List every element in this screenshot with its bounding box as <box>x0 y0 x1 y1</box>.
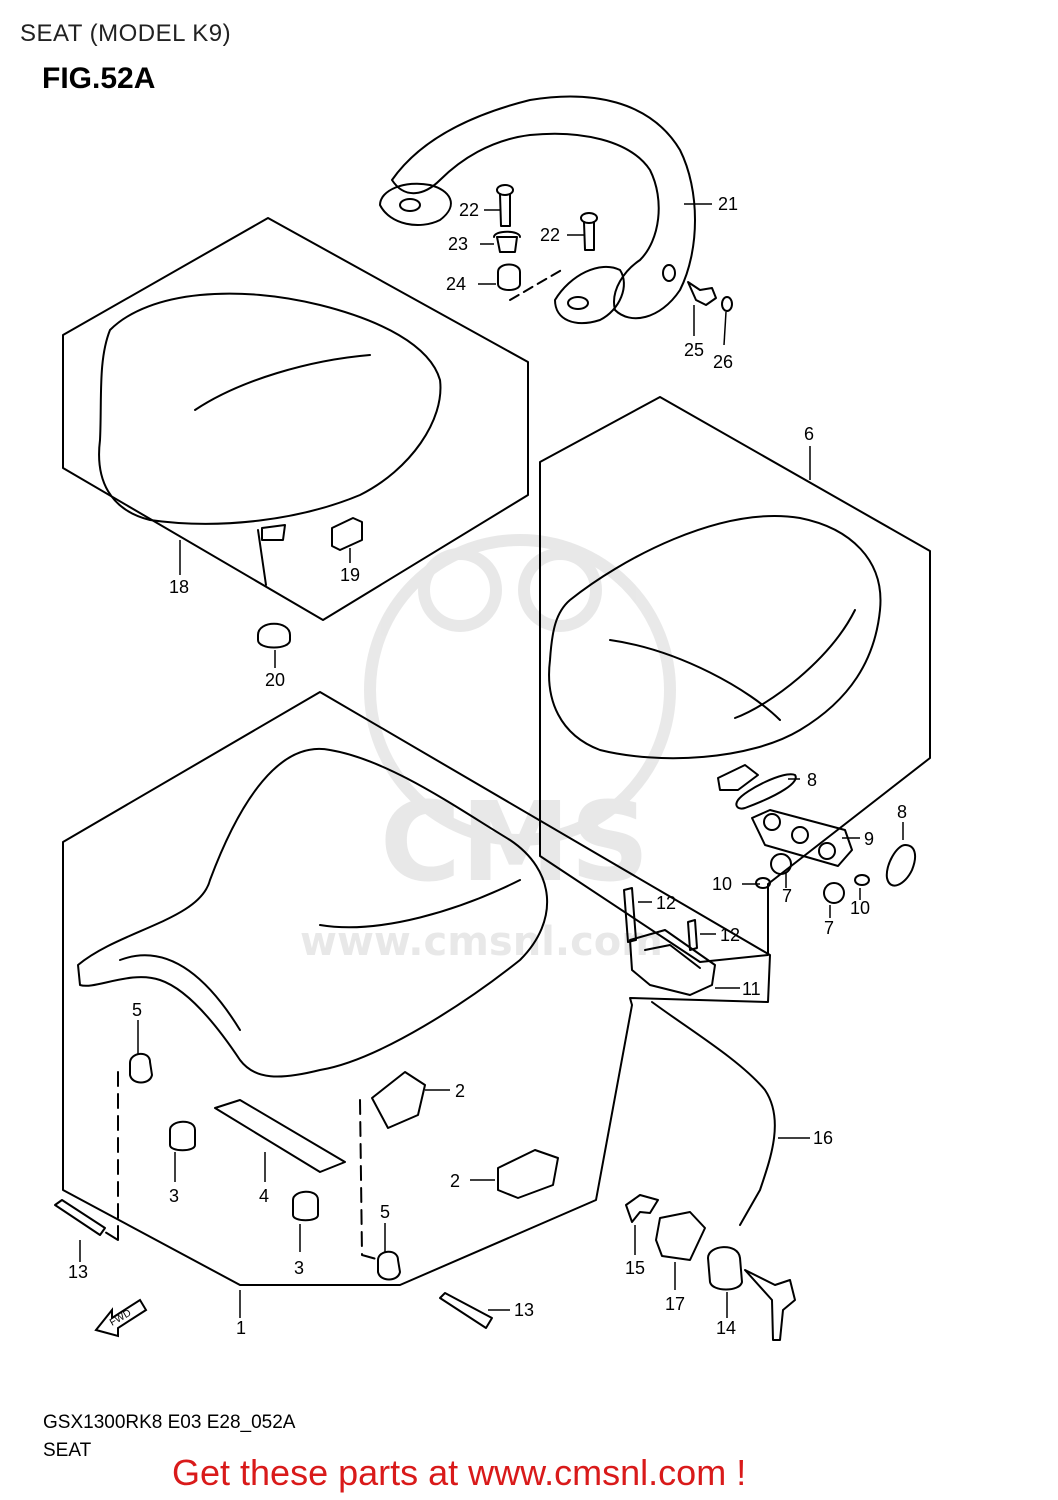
seat-1-contour <box>319 879 521 929</box>
callout-23: 23 <box>448 234 468 254</box>
callout-9: 9 <box>864 829 874 849</box>
callout-3-b: 3 <box>294 1258 304 1278</box>
dashed-line-24 <box>509 267 566 301</box>
callout-20: 20 <box>265 670 285 690</box>
seat-cable-16 <box>651 1001 776 1226</box>
bumper-3-b <box>292 1190 319 1222</box>
damper-7-b <box>823 882 845 904</box>
callout-8-a: 8 <box>807 770 817 790</box>
callout-18: 18 <box>169 577 189 597</box>
spacer-5-b <box>377 1250 401 1281</box>
callout-14: 14 <box>716 1318 736 1338</box>
section-label: SEAT <box>43 1440 92 1461</box>
seat-6-contour <box>609 639 781 721</box>
callout-26: 26 <box>713 352 733 372</box>
nut-10-b <box>854 874 870 886</box>
bolt-22-a <box>496 184 514 227</box>
seat-lock-detail <box>644 944 701 969</box>
bolt-13-a <box>54 1199 106 1236</box>
strip-8-b <box>885 844 917 887</box>
spacer-5-a <box>129 1052 153 1084</box>
seat-lock-11 <box>629 929 716 996</box>
seat-18-box <box>62 217 529 621</box>
seat-18-hook <box>261 524 286 541</box>
callout-labels: 1 2 2 3 3 4 5 5 6 7 7 8 8 9 10 10 11 12 … <box>68 194 907 1338</box>
callout-13-a: 13 <box>68 1262 88 1282</box>
callout-19: 19 <box>340 565 360 585</box>
seat-6-box <box>539 396 931 963</box>
dashed-leader-5-b <box>359 1099 381 1261</box>
damper-7-a <box>770 853 792 875</box>
seat-18-contour <box>194 354 371 411</box>
callout-24: 24 <box>446 274 466 294</box>
model-code: GSX1300RK8 E03 E28_052A <box>43 1412 296 1433</box>
pad-4 <box>214 1099 346 1173</box>
seat-1-rim <box>119 954 241 1031</box>
callout-17: 17 <box>665 1294 685 1314</box>
spacer-23 <box>493 230 521 253</box>
nut-10-a <box>755 877 771 889</box>
callout-22-b: 22 <box>540 225 560 245</box>
bolt-13-b <box>439 1292 493 1329</box>
callout-7-a: 7 <box>782 886 792 906</box>
callout-12-b: 12 <box>720 925 740 945</box>
seat-6-contour-2 <box>734 609 856 719</box>
seat-1-box <box>62 691 771 1286</box>
clip-15 <box>625 1194 659 1223</box>
block-2-a <box>371 1071 426 1129</box>
callout-3-a: 3 <box>169 1186 179 1206</box>
callout-1: 1 <box>236 1318 246 1338</box>
callout-5-b: 5 <box>380 1202 390 1222</box>
seat-18-leader <box>257 529 267 586</box>
strip-8-a <box>735 773 797 810</box>
figure-number: FIG.52A <box>42 62 156 95</box>
callout-12-a: 12 <box>656 893 676 913</box>
callout-6: 6 <box>804 424 814 444</box>
seat-6-hook <box>717 764 759 791</box>
bumper-3-a <box>169 1120 196 1152</box>
callout-2-a: 2 <box>455 1081 465 1101</box>
cushion-20 <box>257 622 291 649</box>
watermark-brand: CMS <box>380 778 649 906</box>
callout-10-b: 10 <box>850 898 870 918</box>
nut-25 <box>687 281 717 306</box>
leader-lines <box>79 203 904 1318</box>
cap-26 <box>721 296 733 312</box>
watermark-url: www.cmsnl.com <box>300 919 663 965</box>
callout-25: 25 <box>684 340 704 360</box>
bolt-22-b <box>580 212 598 251</box>
callout-4: 4 <box>259 1186 269 1206</box>
grommet-24 <box>497 263 521 291</box>
block-2-b <box>497 1149 559 1199</box>
callout-8-b: 8 <box>897 802 907 822</box>
callout-16: 16 <box>813 1128 833 1148</box>
bracket-9 <box>751 809 853 867</box>
callout-7-b: 7 <box>824 918 834 938</box>
key <box>744 1269 796 1341</box>
key-cylinder-14 <box>707 1246 743 1291</box>
fwd-arrow-icon: FWD <box>94 1298 148 1338</box>
callout-13-b: 13 <box>514 1300 534 1320</box>
promo-link[interactable]: Get these parts at www.cmsnl.com ! <box>172 1452 747 1493</box>
callout-22-a: 22 <box>459 200 479 220</box>
callout-11: 11 <box>742 979 761 999</box>
seat-1 <box>77 747 549 1078</box>
grab-handle <box>379 95 696 325</box>
callout-21: 21 <box>718 194 738 214</box>
bolt-12-a <box>623 887 637 943</box>
holder-17 <box>655 1211 706 1261</box>
dashed-leader-13-a <box>104 1071 119 1241</box>
seat-6 <box>548 515 882 760</box>
callout-5-a: 5 <box>132 1000 142 1020</box>
callout-10-a: 10 <box>712 874 732 894</box>
bolt-12-b <box>687 919 698 951</box>
callout-2-b: 2 <box>450 1171 460 1191</box>
seat-18 <box>98 292 442 525</box>
tab-19 <box>331 517 363 551</box>
callout-15: 15 <box>625 1258 645 1278</box>
page-header-title: SEAT (MODEL K9) <box>20 20 232 47</box>
